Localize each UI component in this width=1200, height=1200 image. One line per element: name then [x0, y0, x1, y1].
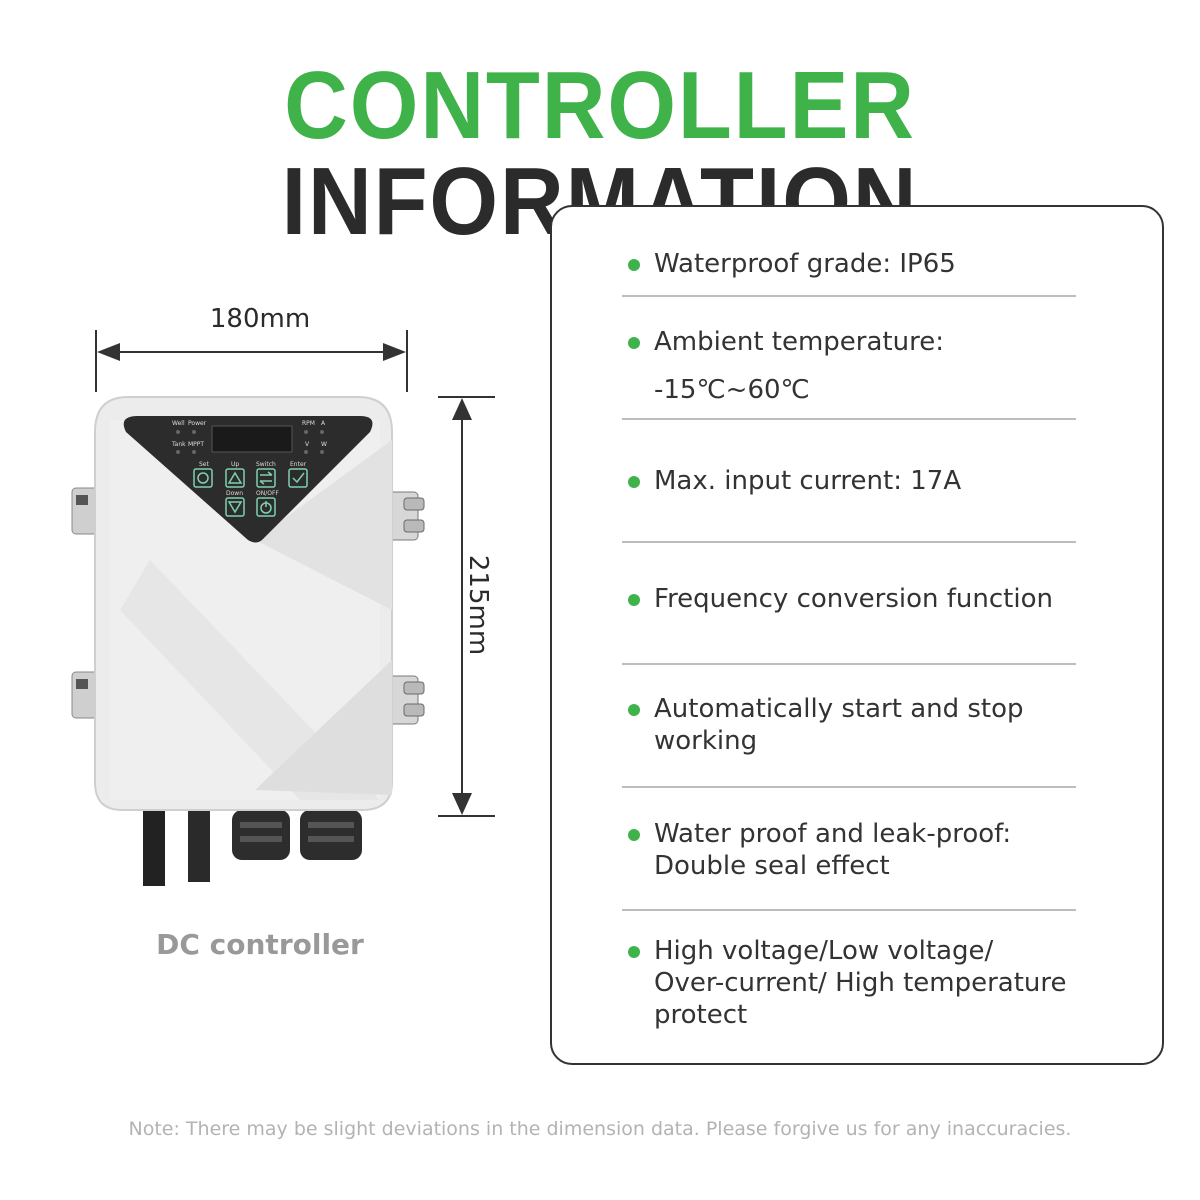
label-v: V: [305, 441, 310, 448]
footer-note: Note: There may be slight deviations in …: [128, 1118, 1072, 1140]
spec-item: Waterproof grade: IP65: [628, 248, 956, 280]
down-arrow-icon: [227, 501, 243, 514]
panel-buttons: [193, 468, 308, 517]
spec-item: Frequency conversion function: [628, 583, 1053, 615]
control-panel: [123, 416, 373, 543]
label-onoff: ON/OFF: [256, 490, 279, 497]
label-up: Up: [231, 461, 239, 468]
label-well: Well: [172, 420, 185, 427]
spec-item: Water proof and leak-proof: Double seal …: [628, 818, 1011, 882]
bullet-icon: [628, 476, 640, 488]
label-power: Power: [188, 420, 207, 427]
latch-right: [387, 491, 425, 725]
gear-icon: [197, 472, 209, 484]
status-leds: [176, 430, 324, 454]
spec-item: Max. input current: 17A: [628, 465, 961, 497]
up-arrow-icon: [227, 471, 243, 484]
hinge-left: [71, 487, 99, 719]
bullet-icon: [628, 594, 640, 606]
label-rpm: RPM: [302, 420, 315, 427]
spec-item: Ambient temperature: -15℃~60℃: [628, 326, 944, 406]
bullet-icon: [628, 946, 640, 958]
bullet-icon: [628, 337, 640, 349]
switch-icon: [259, 471, 273, 485]
width-label: 180mm: [209, 304, 311, 334]
spec-item: Automatically start and stop working: [628, 693, 1024, 757]
divider: [622, 786, 1076, 788]
device-caption: DC controller: [156, 928, 364, 961]
page-title: CONTROLLER INFORMATION: [48, 58, 1152, 250]
label-enter: Enter: [290, 461, 307, 468]
switch-button: [256, 468, 276, 488]
label-set: Set: [199, 461, 210, 468]
width-dimension-arrow: [95, 330, 408, 392]
check-icon: [292, 472, 305, 484]
label-mppt: MPPT: [188, 441, 204, 448]
down-button: [225, 497, 245, 517]
title-green: CONTROLLER: [284, 52, 916, 159]
cable-glands: [143, 806, 362, 886]
set-button: [193, 468, 213, 488]
divider: [622, 418, 1076, 420]
bullet-icon: [628, 829, 640, 841]
divider: [622, 663, 1076, 665]
divider: [622, 909, 1076, 911]
label-down: Down: [226, 490, 243, 497]
enter-button: [288, 468, 308, 488]
label-a: A: [321, 420, 326, 427]
label-w: W: [321, 441, 327, 448]
label-tank: Tank: [171, 441, 186, 448]
bullet-icon: [628, 259, 640, 271]
spec-item: High voltage/Low voltage/ Over-current/ …: [628, 935, 1067, 1031]
onoff-button: [256, 497, 276, 517]
label-switch: Switch: [256, 461, 276, 468]
bullet-icon: [628, 704, 640, 716]
up-button: [225, 468, 245, 488]
divider: [622, 541, 1076, 543]
height-dimension-arrow: [438, 396, 495, 817]
lcd-display: [211, 425, 293, 453]
divider: [622, 295, 1076, 297]
height-label: 215mm: [463, 554, 493, 656]
spec-panel: [550, 205, 1164, 1065]
